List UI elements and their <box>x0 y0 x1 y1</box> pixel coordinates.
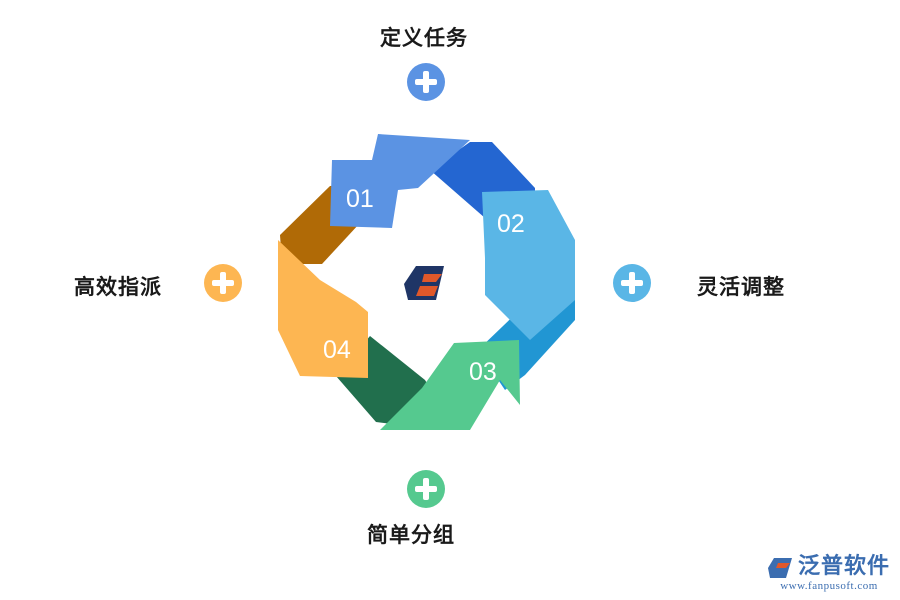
watermark-url[interactable]: www.fanpusoft.com <box>780 580 878 592</box>
watermark-brand: 泛普软件 <box>797 553 890 579</box>
step-label-top: 定义任务 <box>380 26 468 50</box>
plus-icon-bottom[interactable] <box>407 470 445 508</box>
step-number-03: 03 <box>469 358 497 386</box>
step-label-right: 灵活调整 <box>697 275 785 299</box>
step-number-02: 02 <box>497 210 525 238</box>
step-number-01: 01 <box>346 185 374 213</box>
arrow-step-04 <box>278 240 368 378</box>
watermark: 泛普软件 www.fanpusoft.com <box>767 548 890 592</box>
center-logo-icon <box>404 266 444 300</box>
plus-icon-left[interactable] <box>204 264 242 302</box>
arrow-step-03 <box>380 340 520 430</box>
brand-logo-icon <box>767 558 792 578</box>
arrow-step-02 <box>482 190 575 340</box>
step-label-bottom: 简单分组 <box>367 523 455 547</box>
step-number-04: 04 <box>323 336 351 364</box>
arrow-step-01 <box>330 134 470 228</box>
plus-icon-right[interactable] <box>613 264 651 302</box>
step-label-left: 高效指派 <box>74 275 162 299</box>
plus-icon-top[interactable] <box>407 63 445 101</box>
